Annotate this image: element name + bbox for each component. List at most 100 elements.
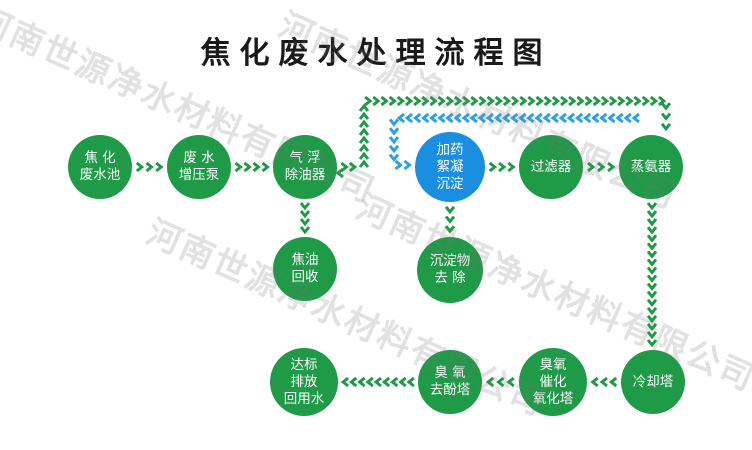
chevron-mark [413,95,422,107]
chevron-mark [380,95,389,107]
chevron-mark [234,161,243,173]
chevron-mark [641,95,651,107]
chevron-mark [252,161,261,173]
chevron-mark [582,112,592,124]
chevron-mark [511,95,520,107]
chevron-mark [396,112,406,124]
chevron-mark [501,112,511,124]
arrow-cooling-to-catalytic [590,376,618,388]
chevron-mark [299,226,311,235]
chevron-mark [592,95,602,107]
chevron-mark [477,112,486,124]
node-filter: 过滤器 [519,135,583,199]
arrow-catalytic-to-phenol [485,376,515,388]
chevron-mark [550,112,559,124]
node-ozone-phenol-removal-tower: 臭 氧 去酚塔 [418,350,482,414]
chevron-mark [587,161,596,173]
chevron-mark [406,376,415,388]
chevron-mark [646,314,658,324]
chevron-mark [364,95,373,107]
chevron-mark [469,112,478,124]
arrow-flocculation-to-sediment [444,205,456,234]
chevron-mark [615,112,624,124]
chevron-mark [617,95,626,107]
chevron-mark [488,161,498,173]
chevron-mark [388,144,400,154]
chevron-mark [445,95,455,107]
chevron-mark [429,112,438,124]
chevron-mark [135,161,145,173]
node-dosing-flocculation-sedimentation: 加药 絮凝 沉淀 [415,132,485,202]
node-ozone-catalytic-oxidation-tower: 臭氧 催化 氧化塔 [519,348,587,416]
chevron-mark [591,112,600,124]
chevron-mark [646,298,658,308]
chevron-mark [398,376,407,388]
chevron-mark [299,202,311,211]
chevron-mark [568,95,577,107]
chevron-mark [421,95,430,107]
chevron-mark [358,111,370,120]
chevron-mark [388,136,400,145]
chevron-mark [299,218,311,227]
arrow-pump-to-flotation [234,161,270,173]
chevron-mark [453,112,462,124]
arrow-phenol-to-discharge [340,376,415,388]
chevron-mark [261,161,270,173]
chevron-mark [646,210,658,219]
chevron-mark [507,161,516,173]
chevron-mark [646,250,658,259]
chevron-mark [358,119,370,128]
arrow-flocculation-to-filter [488,161,516,173]
chevron-mark [453,95,463,107]
chevron-mark [498,161,507,173]
chevron-mark [519,95,528,107]
chevron-mark [494,95,504,107]
chevron-mark [623,112,632,124]
chevron-mark [437,95,446,107]
chevron-mark [657,95,667,107]
node-air-flotation-deoiler: 气 浮 除油器 [273,135,337,199]
chevron-mark [372,95,381,107]
arrow-bypass-up [358,103,370,168]
chevron-mark [646,306,658,316]
chevron-mark [510,112,519,124]
arrow-ammonia-to-cooling [646,202,658,348]
chevron-mark [485,112,495,124]
chevron-mark [506,376,515,388]
chevron-mark [340,376,350,388]
chevron-mark [412,112,422,124]
chevron-mark [348,376,358,388]
node-coking-wastewater-pool: 焦 化 废水池 [68,135,132,199]
chevron-mark [518,112,527,124]
chevron-mark [493,112,503,124]
arrow-stub [335,167,344,179]
chevron-mark [462,95,471,107]
chevron-mark [486,95,495,107]
chevron-mark [358,151,370,160]
arrow-bypass-top [364,95,667,107]
arrow-recycle-top [396,112,640,124]
chevron-mark [373,376,382,388]
node-discharge-reuse-water: 达标 排放 回用水 [270,348,338,416]
chevron-mark [649,95,659,107]
chevron-mark [358,135,370,144]
chevron-mark [551,95,561,107]
chevron-mark [608,376,618,388]
chevron-mark [600,95,610,107]
chevron-mark [358,127,370,136]
chevron-mark [543,95,553,107]
chevron-mark [646,226,658,235]
node-tar-recovery: 焦油 回收 [273,237,337,301]
chevron-mark [646,258,658,267]
chevron-mark [599,376,608,388]
chevron-mark [584,95,593,107]
chevron-mark [145,161,154,173]
node-wastewater-booster-pump: 废 水 增压泵 [167,135,231,199]
chevron-mark [576,95,585,107]
chevron-mark [388,118,400,127]
arrow-flotation-to-tar [299,202,311,235]
chevron-mark [607,161,616,173]
chevron-mark [388,95,398,107]
chevron-mark [625,95,634,107]
